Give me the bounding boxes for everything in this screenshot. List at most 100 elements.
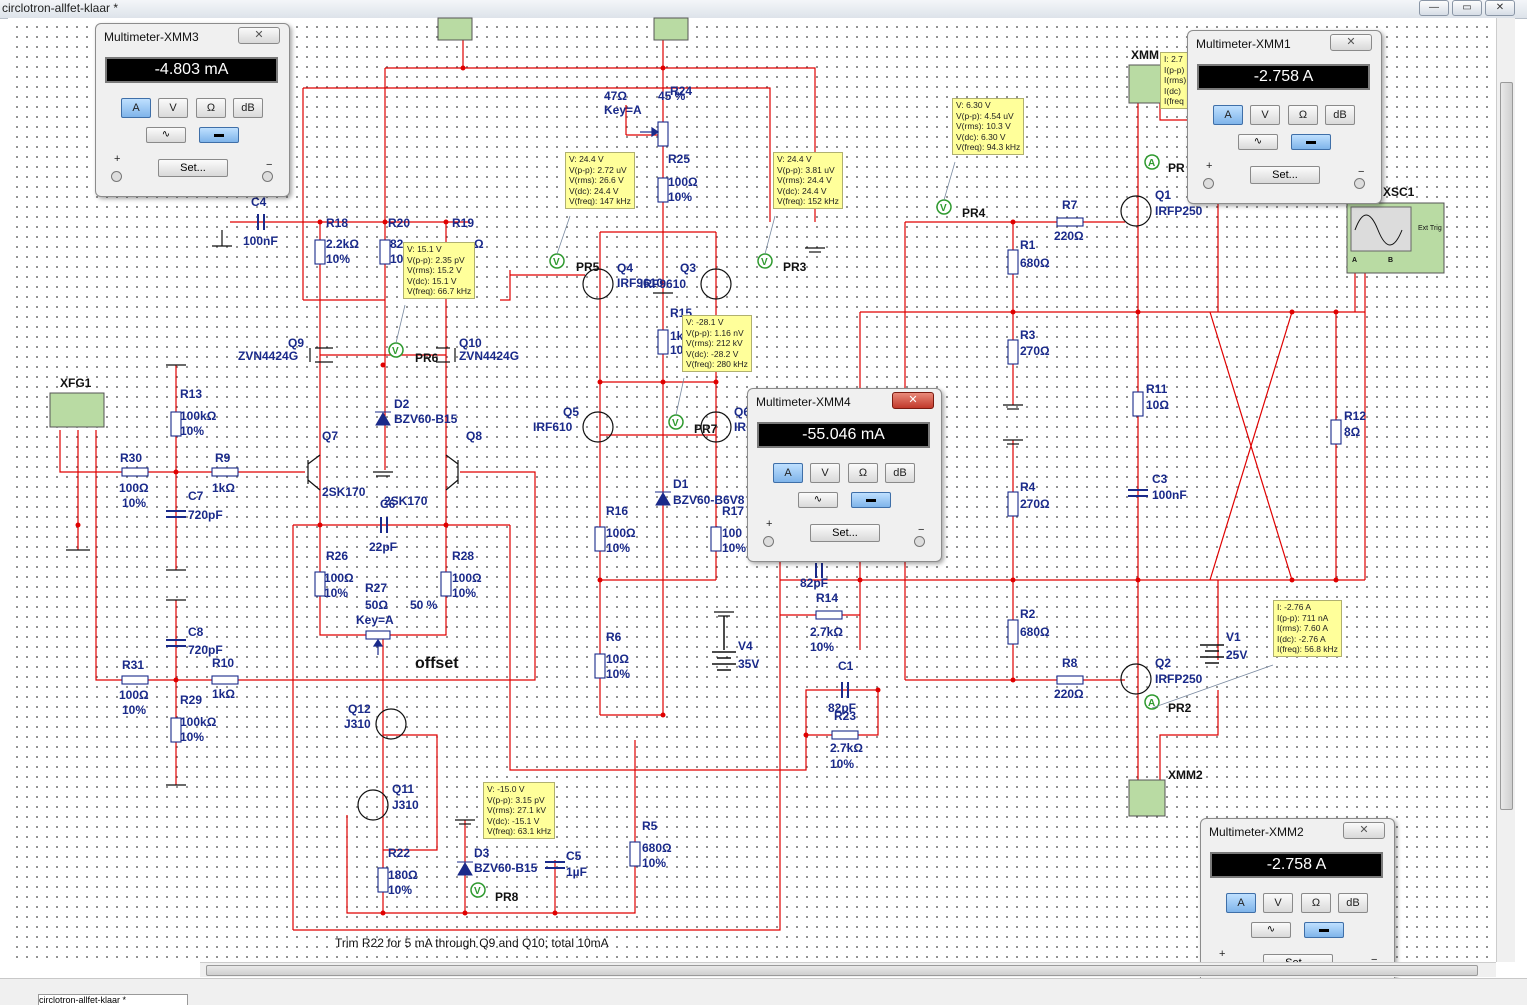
instrument-labels: XFG1 XSC1 XMM2 XMM PR PR2 PR3 PR4 PR5 PR…: [60, 48, 1442, 904]
r7-value: 220Ω: [1054, 229, 1084, 243]
dc-button[interactable]: ▬: [851, 492, 891, 508]
set-button[interactable]: Set...: [158, 159, 228, 177]
multimeter-display: -55.046 mA: [757, 422, 930, 448]
dc-button[interactable]: ▬: [1304, 922, 1344, 938]
minus-terminal[interactable]: [914, 536, 925, 547]
mode-ohmmeter-button[interactable]: Ω: [1301, 893, 1331, 913]
horizontal-scrollbar[interactable]: [200, 962, 1496, 977]
minimize-button[interactable]: —: [1419, 0, 1449, 16]
r28-tol: 10%: [452, 586, 476, 600]
close-window-button[interactable]: ✕: [1485, 0, 1515, 16]
c7-label: C7: [188, 489, 204, 503]
q8-part: 2SK170: [384, 494, 428, 508]
offset-label: offset: [415, 655, 459, 672]
set-button[interactable]: Set...: [810, 524, 880, 542]
r16-value: 100Ω: [606, 526, 636, 540]
r11-value: 10Ω: [1146, 398, 1169, 412]
horizontal-scroll-thumb[interactable]: [206, 965, 1478, 976]
component-labels: C4 100nF R18 2.2kΩ 10% R20 82 10 R19 Ω Q…: [119, 84, 1366, 897]
close-button[interactable]: ✕: [1343, 822, 1385, 839]
r5-value: 680Ω: [642, 841, 672, 855]
maximize-button[interactable]: ▭: [1452, 0, 1482, 16]
r2-label: R2: [1020, 607, 1036, 621]
ac-wave-button[interactable]: ∿: [1251, 922, 1291, 938]
c3-label: C3: [1152, 472, 1168, 486]
svg-text:A: A: [1148, 158, 1155, 169]
plus-terminal[interactable]: [1203, 178, 1214, 189]
pr6-label: PR6: [415, 351, 439, 365]
mode-ohmmeter-button[interactable]: Ω: [848, 463, 878, 483]
set-button[interactable]: Set...: [1250, 166, 1320, 184]
mode-voltmeter-button[interactable]: V: [1250, 105, 1280, 125]
multimeter-xmm4-window[interactable]: Multimeter-XMM4 ✕ -55.046 mA A V Ω dB ∿ …: [747, 388, 942, 562]
minus-terminal[interactable]: [262, 171, 273, 182]
r7-label: R7: [1062, 198, 1078, 212]
r5-tol: 10%: [642, 856, 666, 870]
c7-value: 720pF: [188, 508, 223, 522]
close-button[interactable]: ✕: [1330, 34, 1372, 51]
r2-value: 680Ω: [1020, 625, 1050, 639]
svg-text:V: V: [940, 203, 947, 214]
ac-wave-button[interactable]: ∿: [146, 127, 186, 143]
plus-terminal[interactable]: [111, 171, 122, 182]
multimeter-display: -2.758 A: [1210, 852, 1383, 878]
status-bar: [0, 978, 1527, 1005]
r25-tol: 10%: [668, 190, 692, 204]
d2-part: BZV60-B15: [394, 412, 458, 426]
dc-button[interactable]: ▬: [199, 127, 239, 143]
q7-label: Q7: [322, 429, 338, 443]
ac-wave-button[interactable]: ∿: [798, 492, 838, 508]
r20-tol: 10: [390, 252, 404, 266]
minus-terminal-label: −: [918, 524, 925, 536]
multimeter-xmm1-window[interactable]: Multimeter-XMM1 ✕ -2.758 A A V Ω dB ∿ ▬ …: [1187, 30, 1382, 204]
c2-value: 82pF: [800, 576, 828, 590]
multimeter-display: -2.758 A: [1197, 64, 1370, 90]
multimeter-title: Multimeter-XMM1: [1196, 37, 1291, 51]
mode-db-button[interactable]: dB: [1338, 893, 1368, 913]
diode-symbols: [375, 411, 671, 876]
resistor-symbols: [121, 121, 1342, 893]
multimeter-title: Multimeter-XMM2: [1209, 825, 1304, 839]
mode-ammeter-button[interactable]: A: [121, 98, 151, 118]
r17-label: R17: [722, 504, 744, 518]
mode-ammeter-button[interactable]: A: [1226, 893, 1256, 913]
mode-db-button[interactable]: dB: [1325, 105, 1355, 125]
q10-label: Q10: [459, 336, 482, 350]
r28-value: 100Ω: [452, 571, 482, 585]
r30-value: 100Ω: [119, 481, 149, 495]
multimeter-xmm3-window[interactable]: Multimeter-XMM3 ✕ -4.803 mA A V Ω dB ∿ ▬…: [95, 23, 290, 197]
r22-tol: 10%: [388, 883, 412, 897]
mode-ammeter-button[interactable]: A: [773, 463, 803, 483]
r1-value: 680Ω: [1020, 256, 1050, 270]
dc-button[interactable]: ▬: [1291, 134, 1331, 150]
r22-label: R22: [388, 846, 410, 860]
mode-ohmmeter-button[interactable]: Ω: [1288, 105, 1318, 125]
r18-tol: 10%: [326, 252, 350, 266]
mode-db-button[interactable]: dB: [885, 463, 915, 483]
r31-tol: 10%: [122, 703, 146, 717]
mode-db-button[interactable]: dB: [233, 98, 263, 118]
close-button[interactable]: ✕: [892, 392, 934, 409]
q12-label: Q12: [348, 702, 371, 716]
svg-text:V: V: [761, 257, 768, 268]
vertical-scroll-thumb[interactable]: [1500, 82, 1513, 810]
r6-tol: 10%: [606, 667, 630, 681]
mode-voltmeter-button[interactable]: V: [158, 98, 188, 118]
mode-ohmmeter-button[interactable]: Ω: [196, 98, 226, 118]
r17-value: 100: [722, 526, 742, 540]
document-tab[interactable]: circlotron-allfet-klaar *: [38, 994, 188, 1005]
mode-voltmeter-button[interactable]: V: [1263, 893, 1293, 913]
plus-terminal[interactable]: [763, 536, 774, 547]
vertical-scrollbar[interactable]: [1496, 18, 1515, 962]
minus-terminal[interactable]: [1354, 178, 1365, 189]
r3-value: 270Ω: [1020, 344, 1050, 358]
close-button[interactable]: ✕: [238, 27, 280, 44]
ac-wave-button[interactable]: ∿: [1238, 134, 1278, 150]
mode-voltmeter-button[interactable]: V: [810, 463, 840, 483]
mode-ammeter-button[interactable]: A: [1213, 105, 1243, 125]
scope-a: A: [1352, 257, 1357, 264]
battery-symbols: [712, 616, 1224, 671]
q6-label: Q6: [734, 405, 750, 419]
